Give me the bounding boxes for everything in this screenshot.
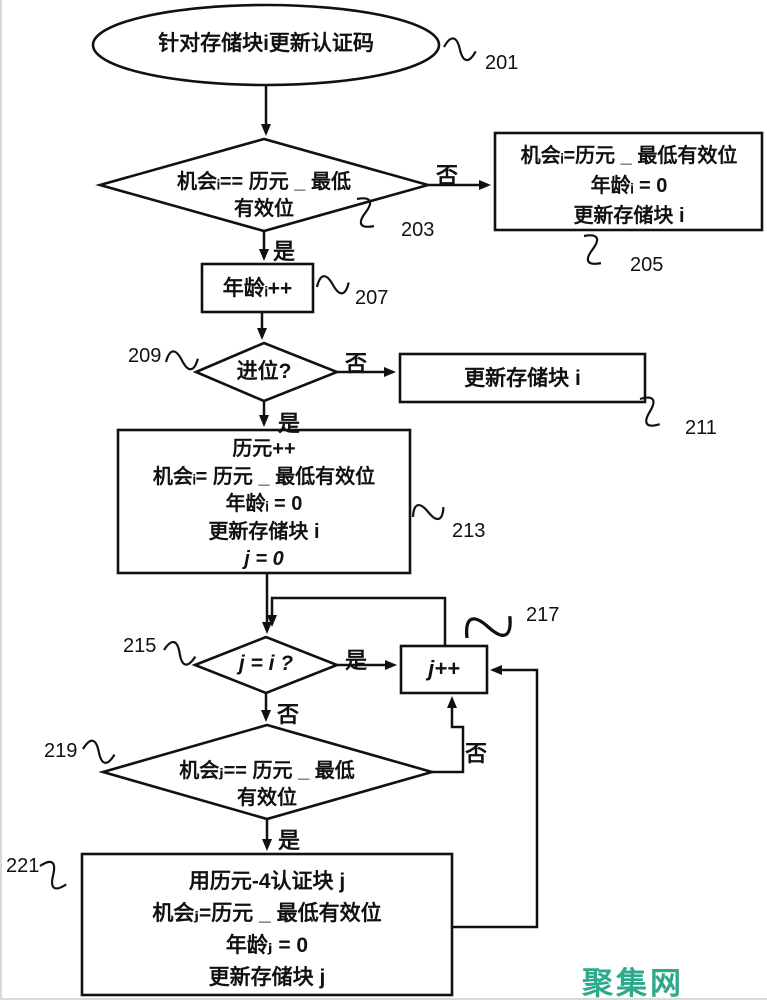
process-221-line2: 机会ⱼ=历元 _ 最低有效位 xyxy=(152,902,382,925)
squiggle-213 xyxy=(411,504,445,521)
process-205-line2: 年龄ᵢ = 0 xyxy=(590,175,668,197)
decision-203-label: 机会ᵢ== 历元 _ 最低 有效位 xyxy=(114,169,414,223)
ref-201: 201 xyxy=(485,52,519,74)
process-205-shape xyxy=(493,131,764,232)
process-205-label: 机会ᵢ=历元 _ 最低有效位 年龄ᵢ = 0 更新存储块 i xyxy=(497,141,761,231)
decision-219-label: 机会ⱼ== 历元 _ 最低 有效位 xyxy=(117,758,417,812)
edge-217-loop-to-215 xyxy=(267,596,447,646)
process-221-line3: 年龄ⱼ = 0 xyxy=(225,934,309,957)
branch-no-215: 否 xyxy=(277,702,300,727)
edge-219-no-to-217 xyxy=(432,696,465,774)
ref-213: 213 xyxy=(452,520,486,542)
branch-yes-215: 是 xyxy=(345,648,368,673)
ref-219: 219 xyxy=(44,740,78,762)
site-watermark: 聚集网 xyxy=(582,966,684,1000)
process-213-line1: 历元++ xyxy=(232,438,296,460)
squiggle-207 xyxy=(315,275,350,295)
branch-yes-219: 是 xyxy=(278,828,301,853)
ref-209: 209 xyxy=(128,345,162,367)
decision-203-line2: 有效位 xyxy=(234,198,294,220)
edge-221-loop-to-217 xyxy=(452,665,539,929)
ref-215: 215 xyxy=(123,635,157,657)
branch-no-219: 否 xyxy=(465,741,488,766)
process-221-shape xyxy=(80,852,454,997)
decision-219-line1: 机会ⱼ== 历元 _ 最低 xyxy=(179,760,355,782)
ref-207: 207 xyxy=(355,287,389,309)
squiggle-215 xyxy=(163,641,197,666)
decision-215-label: j = i ? xyxy=(238,652,294,675)
decision-203-line1: 机会ᵢ== 历元 _ 最低 xyxy=(177,171,351,193)
process-217-label: j++ xyxy=(428,656,460,681)
ref-205: 205 xyxy=(630,254,664,276)
process-211-label: 更新存储块 i xyxy=(464,367,581,390)
branch-no-203: 否 xyxy=(436,163,459,188)
process-213-line3: 年龄ᵢ = 0 xyxy=(225,493,303,515)
branch-no-209: 否 xyxy=(345,351,368,376)
process-221-line1: 用历元-4认证块 j xyxy=(188,870,346,893)
process-213-line5: j = 0 xyxy=(244,548,284,570)
squiggle-201 xyxy=(443,37,477,62)
squiggle-219 xyxy=(82,739,116,764)
squiggle-209 xyxy=(164,350,199,371)
ref-217: 217 xyxy=(526,604,560,626)
process-213-line2: 机会ᵢ= 历元 _ 最低有效位 xyxy=(152,465,376,488)
branch-yes-203: 是 xyxy=(273,239,296,264)
decision-219-line2: 有效位 xyxy=(237,787,297,809)
squiggle-205 xyxy=(583,234,602,265)
squiggle-211 xyxy=(639,396,661,427)
ref-211: 211 xyxy=(685,417,717,439)
start-label: 针对存储块i更新认证码 xyxy=(158,32,374,55)
process-211-shape xyxy=(398,352,647,404)
process-221-label: 用历元-4认证块 j 机会ⱼ=历元 _ 最低有效位 年龄ⱼ = 0 更新存储块 … xyxy=(84,866,450,994)
process-221-line4: 更新存储块 j xyxy=(208,966,326,989)
process-213-shape xyxy=(116,428,412,575)
squiggle-221 xyxy=(39,860,67,890)
process-213-label: 历元++ 机会ᵢ= 历元 _ 最低有效位 年龄ᵢ = 0 更新存储块 i j =… xyxy=(120,436,408,574)
process-205-line3: 更新存储块 i xyxy=(573,205,685,227)
squiggle-203 xyxy=(356,197,375,228)
process-207-shape xyxy=(200,262,315,314)
process-207-label: 年龄ᵢ++ xyxy=(222,277,293,300)
ref-203: 203 xyxy=(401,219,435,241)
ref-221: 221 xyxy=(6,855,40,877)
process-217-shape xyxy=(399,644,489,695)
process-213-line4: 更新存储块 i xyxy=(208,520,320,543)
branch-yes-209: 是 xyxy=(278,411,301,436)
squiggle-217 xyxy=(465,616,512,639)
process-205-line1: 机会ᵢ=历元 _ 最低有效位 xyxy=(520,145,738,167)
decision-209-label: 进位? xyxy=(236,360,292,383)
